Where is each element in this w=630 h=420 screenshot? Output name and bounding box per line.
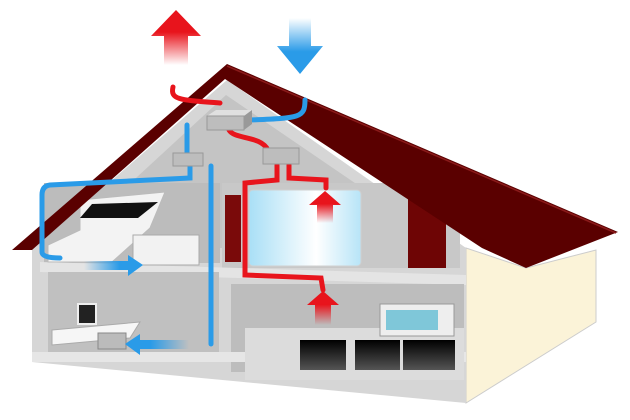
- cabinet: [403, 340, 455, 370]
- bed-screen: [80, 202, 158, 218]
- cabinet: [300, 340, 346, 370]
- side-wall: [465, 247, 597, 404]
- red-wall-panel: [225, 195, 241, 262]
- box: [97, 332, 127, 350]
- supply-air-arrow-icon: [84, 255, 143, 276]
- cabinet: [355, 340, 400, 370]
- warm-air-ducts: [170, 84, 329, 293]
- heat-recovery-unit: [206, 110, 252, 131]
- desk: [51, 321, 141, 346]
- fresh-air-ducts: [39, 97, 308, 347]
- tv: [77, 303, 97, 325]
- roof: [12, 64, 618, 268]
- exhaust-air-arrow-icon: [151, 10, 201, 65]
- dresser: [132, 234, 200, 266]
- microwave-window: [386, 310, 438, 330]
- distribution-box: [262, 147, 300, 165]
- warm-air-arrow-icon: [309, 191, 341, 223]
- supply-air-arrow-icon: [125, 334, 189, 355]
- shower-cabin: [248, 189, 362, 267]
- warm-air-arrow-icon: [307, 291, 339, 325]
- distribution-box: [172, 152, 204, 167]
- fresh-air-arrow-icon: [277, 18, 323, 74]
- roof-edge: [226, 65, 617, 234]
